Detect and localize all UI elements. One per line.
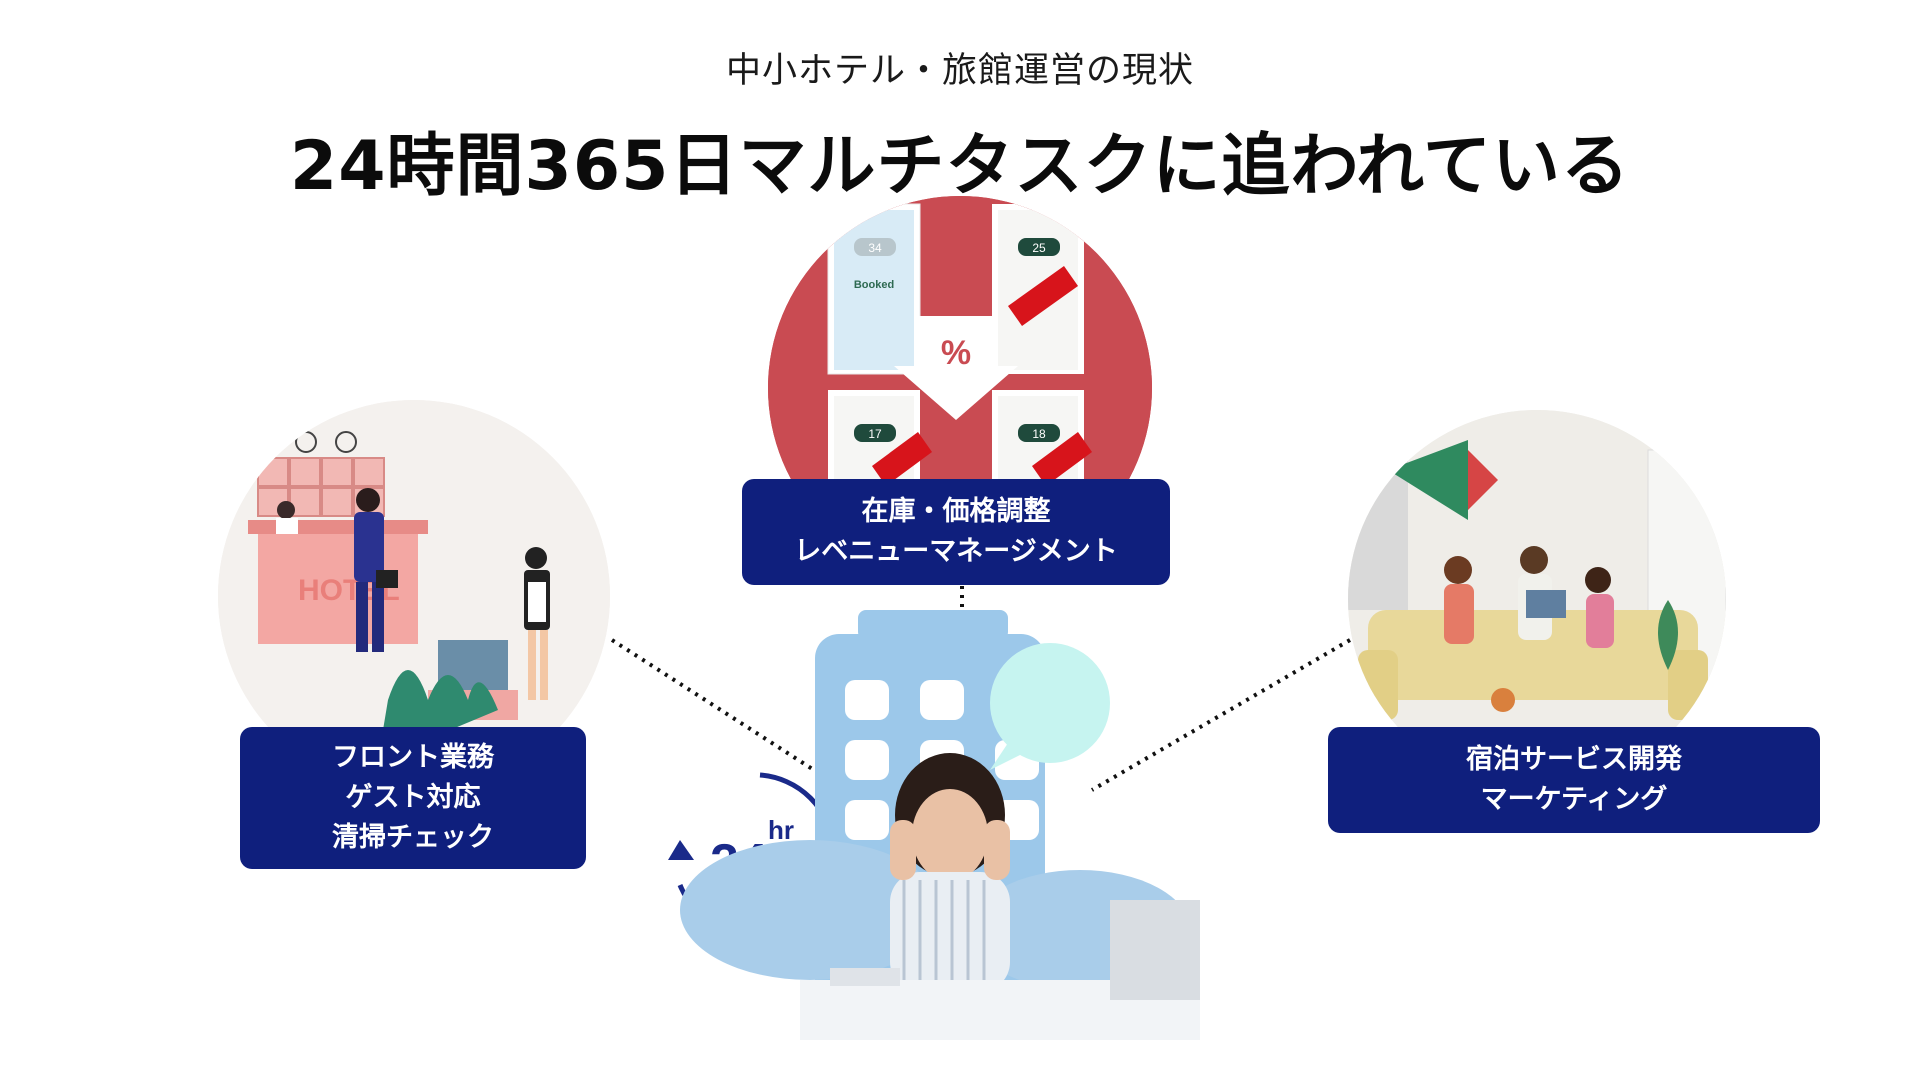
door-number-18: 18 [1032,427,1046,441]
front-desk-illustration: HOTEL [218,400,610,792]
door-status-booked: Booked [854,279,894,291]
clock-badge-unit: hr [768,815,794,845]
discount-percent-symbol: % [941,334,971,372]
stressed-manager-illustration [680,610,1200,1040]
marketing-label: 宿泊サービス開発 マーケティング [1328,727,1820,833]
marketing-illustration [1348,410,1726,788]
revenue-label: 在庫・価格調整 レベニューマネージメント [742,479,1170,585]
front-label-line-1: フロント業務 [332,742,494,773]
page-title: 24時間365日マルチタスクに追われている [289,127,1631,206]
front-desk-label: フロント業務 ゲスト対応 清掃チェック [240,727,586,869]
door-number-34: 34 [868,241,882,255]
connector-front [610,638,847,792]
front-label-line-2: ゲスト対応 [345,782,481,813]
marketing-label-line-1: 宿泊サービス開発 [1466,744,1682,775]
front-label-line-3: 清掃チェック [332,822,494,853]
marketing-label-line-2: マーケティング [1480,784,1668,815]
revenue-label-line-1: 在庫・価格調整 [861,496,1051,527]
door-number-25: 25 [1032,241,1046,255]
door-number-17: 17 [868,427,882,441]
revenue-label-line-2: レベニューマネージメント [794,536,1118,567]
page-subtitle: 中小ホテル・旅館運営の現状 [725,51,1194,91]
